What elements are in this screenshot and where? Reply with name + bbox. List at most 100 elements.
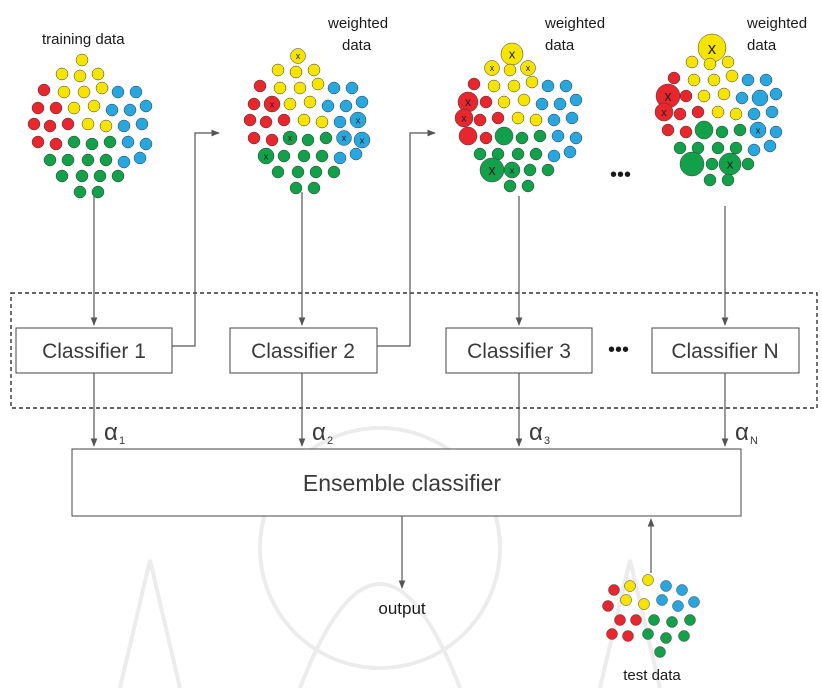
data-point (553, 97, 567, 111)
misclassified-mark: x (509, 47, 516, 62)
weighted-data-label-1-line1: weighted (327, 15, 388, 32)
data-point (49, 101, 63, 115)
data-point (521, 179, 535, 193)
classifier-box-n: Classifier N (651, 327, 800, 374)
data-point (511, 111, 525, 125)
test-data-point (602, 600, 614, 612)
training-data-label: training data (42, 31, 125, 48)
test-data-point (660, 632, 672, 644)
data-point (259, 115, 273, 129)
data-point (559, 79, 573, 93)
data-point (307, 181, 321, 195)
misclassified-mark: x (708, 39, 717, 58)
data-point (673, 141, 687, 155)
data-point (479, 95, 493, 109)
data-point (31, 101, 45, 115)
data-point (735, 91, 749, 105)
data-point (303, 95, 317, 109)
data-point (75, 169, 89, 183)
data-point (563, 145, 577, 159)
test-data-point (630, 614, 642, 626)
data-point (711, 105, 725, 119)
data-point (121, 135, 135, 149)
data-point (31, 135, 45, 149)
data-point (271, 63, 285, 77)
data-point (73, 69, 87, 83)
alpha-3-subscript: 3 (544, 435, 550, 447)
data-point (67, 101, 81, 115)
data-point (315, 115, 329, 129)
data-point (93, 169, 107, 183)
data-point (123, 103, 137, 117)
data-point (99, 153, 113, 167)
data-point (37, 83, 51, 97)
data-point (717, 87, 731, 101)
data-point (694, 120, 714, 140)
misclassified-mark: x (296, 51, 301, 61)
data-point (283, 97, 297, 111)
data-point (741, 157, 755, 171)
data-point (297, 149, 311, 163)
data-point (503, 161, 521, 179)
data-point (111, 169, 125, 183)
data-point (569, 131, 583, 145)
data-point (667, 71, 681, 85)
test-data-point (620, 594, 632, 606)
data-point (759, 73, 773, 87)
classifier-3-label: Classifier 3 (467, 340, 571, 363)
alpha-weight-3: α 3 (529, 419, 550, 447)
data-point (721, 173, 735, 187)
data-point (749, 121, 767, 139)
data-point (43, 119, 57, 133)
data-point (95, 81, 109, 95)
classifier-box-1: Classifier 1 (15, 327, 173, 374)
data-point (273, 81, 287, 95)
data-point (673, 107, 687, 121)
data-point (289, 181, 303, 195)
misclassified-mark: x (488, 163, 496, 179)
data-point (707, 73, 721, 87)
alpha-n-subscript: N (750, 435, 758, 447)
data-point (687, 73, 701, 87)
data-point (703, 57, 717, 71)
test-data-point (672, 600, 684, 612)
data-point (747, 143, 761, 157)
data-point (293, 81, 307, 95)
test-data-point (688, 596, 700, 608)
data-point (57, 85, 71, 99)
data-point (345, 81, 359, 95)
data-point (117, 119, 131, 133)
output-label: output (378, 599, 426, 618)
ellipsis-clusters: ••• (610, 164, 631, 186)
test-data-point (676, 584, 688, 596)
misclassified-mark: x (727, 157, 734, 172)
data-point (654, 102, 674, 122)
alpha-weight-1: α 1 (104, 419, 125, 447)
data-point (135, 117, 149, 131)
test-data-point (624, 580, 636, 592)
data-point (327, 81, 341, 95)
arrow-c1-to-w1 (172, 129, 220, 347)
data-point (353, 131, 371, 149)
data-point (541, 163, 555, 177)
test-data-cluster (602, 574, 700, 658)
data-point (111, 85, 125, 99)
data-point (715, 125, 729, 139)
ensemble-classifier-box (71, 448, 742, 517)
weighted-data-label-2-line1: weighted (544, 15, 605, 32)
data-point (479, 131, 493, 145)
misclassified-mark: x (465, 95, 471, 109)
test-data-point (684, 614, 696, 626)
arrow-c2-to-w2 (377, 129, 436, 347)
data-point (769, 125, 783, 139)
data-point (49, 137, 63, 151)
classifier-to-ensemble-arrows (90, 373, 729, 589)
data-point (290, 48, 306, 64)
data-point (729, 141, 743, 155)
data-point (297, 113, 311, 127)
weighted-data-label-2-line2: data (545, 37, 575, 54)
misclassified-mark: x (526, 63, 531, 73)
data-point (541, 79, 555, 93)
